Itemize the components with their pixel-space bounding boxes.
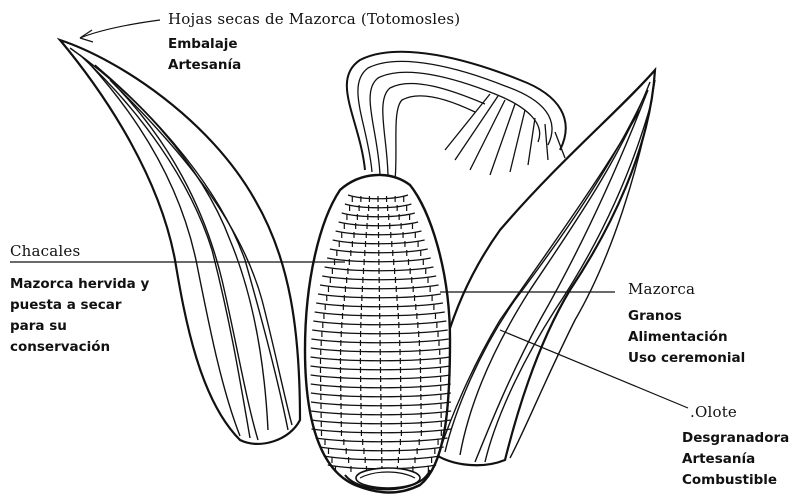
leader-hojas [80, 20, 160, 38]
label-mazorca-line: Uso ceremonial [628, 348, 745, 369]
label-hojas-line: Embalaje [168, 34, 241, 55]
corn-silk [347, 52, 566, 180]
label-olote-title: .Olote [690, 403, 737, 421]
label-mazorca-title: Mazorca [628, 280, 695, 298]
label-chacales-line: puesta a secar [10, 295, 149, 316]
label-mazorca-line: Granos [628, 306, 745, 327]
right-husk-leaf [430, 70, 655, 465]
label-hojas-title: Hojas secas de Mazorca (Totomosles) [168, 10, 460, 28]
label-mazorca-details: Granos Alimentación Uso ceremonial [628, 306, 745, 369]
label-chacales-line: Mazorca hervida y [10, 274, 149, 295]
label-olote-line: Combustible [682, 470, 789, 491]
label-hojas-details: Embalaje Artesanía [168, 34, 241, 76]
label-olote-details: Desgranadora Artesanía Combustible [682, 428, 789, 491]
label-hojas-line: Artesanía [168, 55, 241, 76]
left-husk-leaf [60, 40, 300, 444]
label-olote: .Olote [690, 403, 737, 421]
label-hojas: Hojas secas de Mazorca (Totomosles) [168, 10, 460, 28]
label-mazorca-line: Alimentación [628, 327, 745, 348]
label-chacales: Chacales [10, 242, 80, 260]
label-chacales-title: Chacales [10, 242, 80, 260]
corn-cob [305, 175, 451, 493]
label-olote-line: Artesanía [682, 449, 789, 470]
label-olote-line: Desgranadora [682, 428, 789, 449]
label-chacales-line: para su [10, 316, 149, 337]
label-mazorca: Mazorca [628, 280, 695, 298]
label-chacales-line: conservación [10, 337, 149, 358]
label-chacales-details: Mazorca hervida y puesta a secar para su… [10, 274, 149, 358]
